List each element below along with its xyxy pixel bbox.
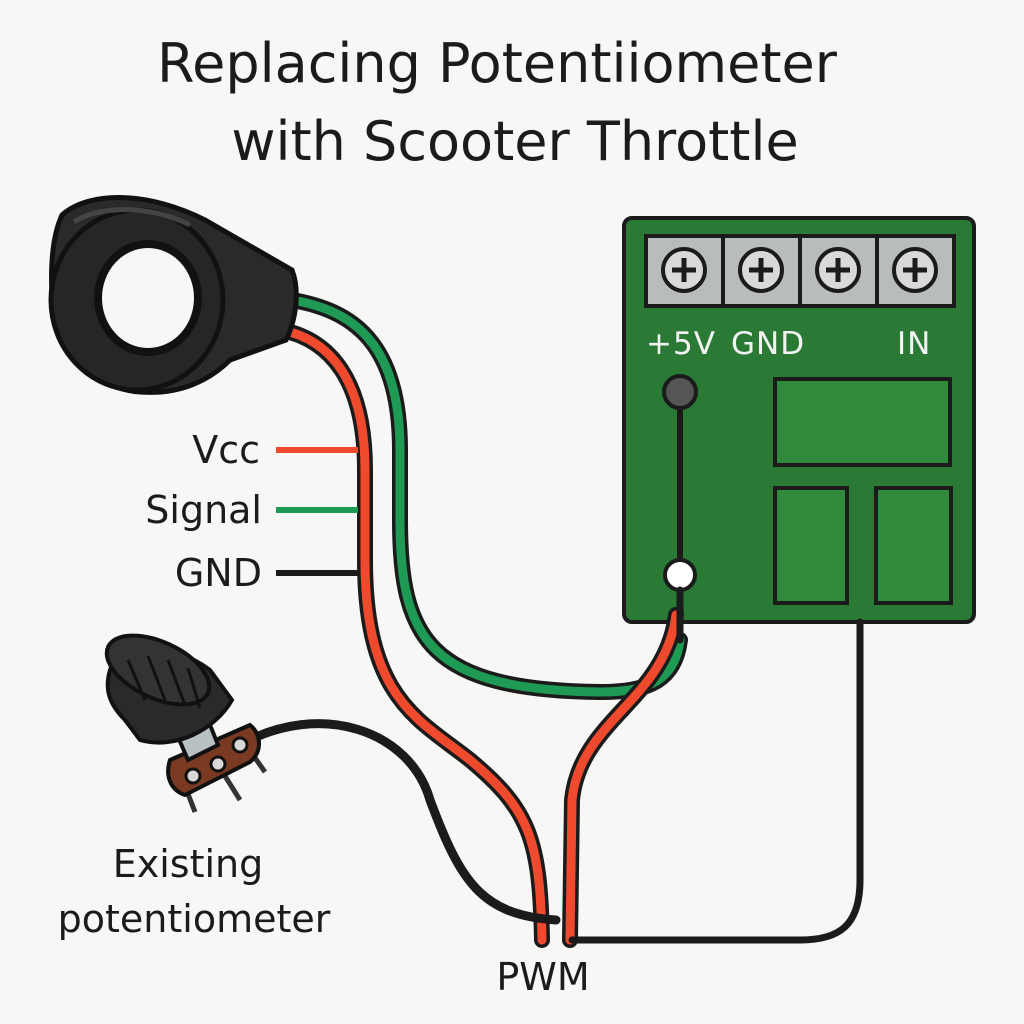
potentiometer-label-line1: Existing: [113, 842, 264, 886]
potentiometer-icon[interactable]: [96, 621, 268, 813]
pcb-pad: [662, 374, 698, 410]
legend-vcc-label: Vcc: [192, 428, 260, 472]
vcc-wire: [274, 322, 550, 948]
pwm-label: PWM: [496, 955, 589, 999]
title-line-2: with Scooter Throttle: [231, 110, 798, 173]
pcb-pad: [663, 558, 697, 592]
terminal-label-5v: +5V: [646, 326, 716, 362]
wires: [235, 292, 864, 948]
wire-legend: Vcc Signal GND: [145, 428, 358, 595]
board-black-wire: [568, 618, 864, 944]
legend-signal-label: Signal: [145, 488, 262, 532]
title-line-1: Replacing Potentiiometer: [157, 32, 838, 95]
pcb-component: [773, 377, 952, 467]
pcb-component: [874, 486, 953, 605]
legend-gnd-label: GND: [175, 551, 262, 595]
terminal-label-in: IN: [897, 326, 931, 362]
screw-terminal-icon[interactable]: [892, 247, 938, 293]
terminal-label-gnd: GND: [731, 326, 805, 362]
screw-terminal-icon[interactable]: [661, 247, 707, 293]
scooter-throttle-icon[interactable]: [48, 195, 299, 395]
controller-board: +5V GND IN: [622, 216, 976, 624]
pcb-component: [773, 486, 849, 605]
pot-black-wire: [235, 719, 561, 925]
screw-terminal-icon[interactable]: [738, 247, 784, 293]
signal-wire: [284, 292, 688, 701]
terminal-block: [644, 234, 956, 308]
screw-terminal-icon[interactable]: [815, 247, 861, 293]
potentiometer-label-line2: potentiometer: [58, 897, 331, 941]
